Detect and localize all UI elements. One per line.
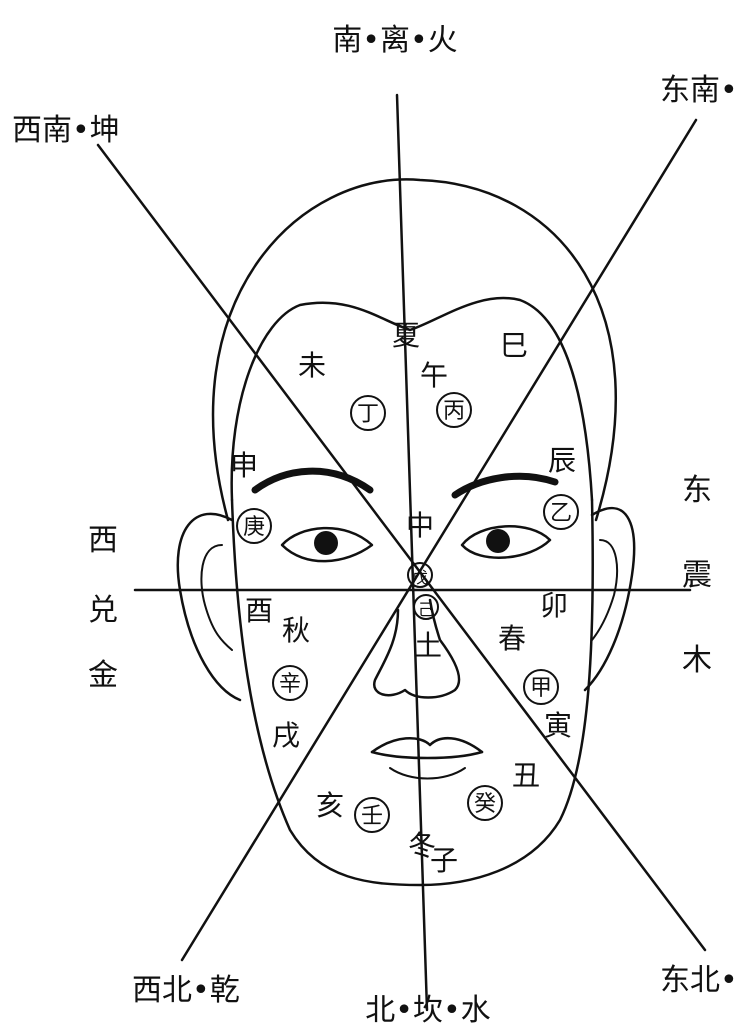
label-northeast: 东北• (660, 963, 738, 998)
left-eyebrow (255, 471, 370, 490)
label-summer: 夏 (392, 319, 420, 352)
label-you: 酉 (245, 594, 273, 627)
label-east-top: 东 (682, 473, 712, 508)
label-chun: 春 (498, 622, 526, 655)
label-wei: 未 (298, 349, 326, 382)
circle-geng-label: 庚 (243, 515, 265, 540)
label-southwest: 西南•坤 (12, 113, 120, 148)
label-chou: 丑 (512, 759, 540, 792)
circle-ji-center: 己 (418, 600, 434, 619)
label-east-bot: 木 (682, 643, 712, 678)
label-east-mid: 震 (682, 558, 712, 593)
label-northwest: 西北•乾 (132, 973, 240, 1008)
label-west-mid: 兑 (88, 593, 118, 628)
label-southeast: 东南• (660, 73, 738, 108)
label-mao: 卯 (540, 589, 568, 622)
label-zi: 子 (430, 844, 458, 877)
label-north: 北•坎•水 (365, 993, 490, 1028)
circle-ren: 壬 (355, 798, 389, 832)
left-ear-inner (201, 545, 232, 650)
upper-lip (372, 738, 482, 752)
circle-jia: 甲 (524, 670, 558, 704)
circle-bing: 丙 (437, 393, 471, 427)
circle-xin: 辛 (273, 666, 307, 700)
right-eyebrow (455, 476, 555, 495)
lower-lip (390, 768, 465, 779)
circle-wu-center: 戊 (412, 568, 428, 587)
label-qiu: 秋 (282, 614, 310, 647)
label-hai: 亥 (316, 789, 344, 822)
label-wu: 午 (420, 359, 448, 392)
label-tu: 土 (414, 629, 442, 662)
circle-ding: 丁 (351, 396, 385, 430)
circle-jia-label: 甲 (530, 676, 552, 701)
left-ear (178, 514, 240, 700)
label-xu: 戌 (272, 719, 300, 752)
circle-ren-label: 壬 (361, 804, 383, 829)
circle-geng: 庚 (237, 509, 271, 543)
circle-bing-label: 丙 (443, 399, 465, 424)
label-west-top: 西 (88, 523, 118, 558)
label-si: 巳 (500, 329, 528, 362)
circle-xin-label: 辛 (279, 672, 301, 697)
label-west-bot: 金 (88, 658, 118, 693)
circle-gui-label: 癸 (474, 792, 496, 817)
label-shen: 申 (230, 449, 258, 482)
label-zhong: 中 (406, 509, 434, 542)
lip-line (372, 752, 482, 758)
circle-ding-label: 丁 (357, 402, 379, 427)
label-yin: 寅 (544, 709, 572, 742)
circle-gui: 癸 (468, 786, 502, 820)
circle-yi-label: 乙 (550, 501, 572, 526)
circle-yi: 乙 (544, 495, 578, 529)
right-iris (486, 529, 510, 553)
line-vertical (397, 95, 427, 1010)
circle-wu-center-label: 戊 (412, 568, 428, 587)
label-chen: 辰 (548, 444, 576, 477)
left-iris (314, 531, 338, 555)
label-south: 南•离•火 (332, 23, 457, 58)
circle-ji-center-label: 己 (418, 600, 434, 619)
